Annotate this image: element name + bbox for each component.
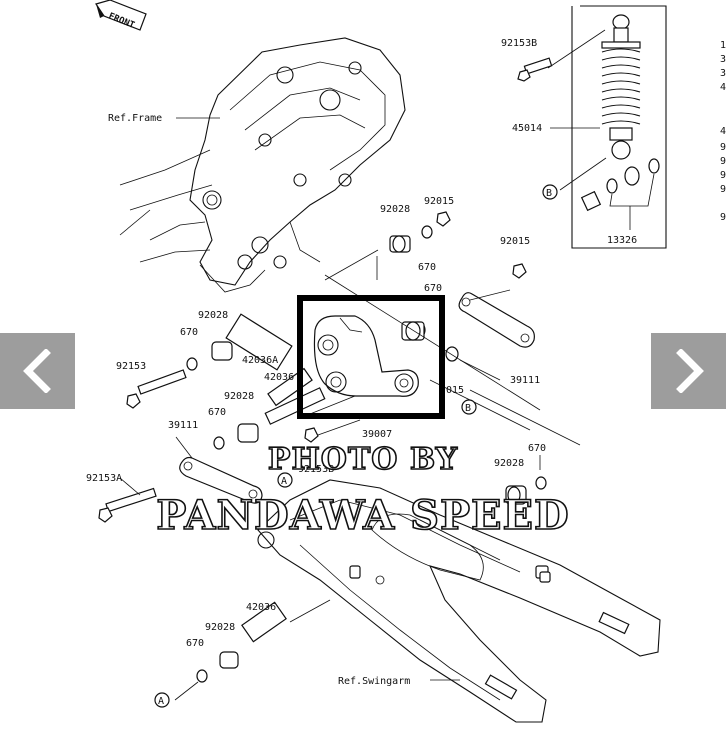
part-670-f: 670 [186,638,204,649]
part-670-c: 670 [180,327,198,338]
part-92153B: 92153B [501,38,537,49]
svg-text:1: 1 [720,40,726,51]
part-670-d: 670 [208,407,226,418]
part-92028-a: 92028 [380,204,410,215]
callout-a-mid: A [277,472,293,488]
svg-text:9: 9 [720,184,726,195]
part-670-e: 670 [528,443,546,454]
right-lower-parts [505,455,547,505]
watermark-line-2: PANDAWA SPEED [155,491,570,540]
part-92028-d: 92028 [494,458,524,469]
part-92028-e: 92028 [205,622,235,633]
svg-text:A: A [158,696,164,707]
svg-text:9: 9 [720,170,726,181]
part-92015-a: 92015 [424,196,454,207]
part-92153: 92153 [116,361,146,372]
svg-text:B: B [546,188,552,199]
callout-b-top: B [542,184,558,200]
frame-drawing [119,37,406,293]
svg-text:4: 4 [720,82,726,93]
linkage-parts [126,211,581,450]
swingarm-drawing [257,479,661,723]
svg-text:9: 9 [720,212,726,223]
callout-a-bottom: A [154,692,170,708]
part-42036-c: 42036 [246,602,276,613]
ref-frame-label: Ref.Frame [108,113,162,124]
part-39111-a: 39111 [510,375,540,386]
part-92028-c: 92028 [224,391,254,402]
prev-image-button[interactable] [0,333,75,409]
svg-text:4: 4 [720,126,726,137]
chevron-right-icon [675,349,704,393]
part-92153B-b: 92153B [298,464,334,475]
left-link-group [98,419,361,523]
part-92015-b: 92015 [500,236,530,247]
svg-text:A: A [281,476,287,487]
part-39111-b: 39111 [168,420,198,431]
part-39007: 39007 [362,429,392,440]
part-45014: 45014 [512,123,542,134]
part-015: 015 [446,385,464,396]
callout-b-mid: B [461,399,477,415]
part-92153A: 92153A [86,473,122,484]
chevron-left-icon [22,349,51,393]
part-92028-b: 92028 [198,310,228,321]
svg-text:9: 9 [720,156,726,167]
shock-absorber-group [517,5,667,249]
ref-swingarm-label: Ref.Swingarm [338,676,410,687]
part-670-b: 670 [424,283,442,294]
edge-digits: 1 3 3 4 4 9 9 9 9 9 [720,40,726,223]
svg-text:3: 3 [720,54,726,65]
part-13326: 13326 [607,235,637,246]
part-42036-b: 42036 [264,372,294,383]
svg-text:3: 3 [720,68,726,79]
watermark-line-1: PHOTO BY [267,441,459,478]
bottom-left-parts [174,599,331,701]
highlight-box [297,295,445,419]
svg-text:B: B [465,403,471,414]
svg-text:9: 9 [720,142,726,153]
rocker-arm-39007 [297,295,445,419]
front-arrow: FRONT [95,0,147,31]
part-42036A: 42036A [242,355,278,366]
next-image-button[interactable] [651,333,726,409]
part-670-a: 670 [418,262,436,273]
